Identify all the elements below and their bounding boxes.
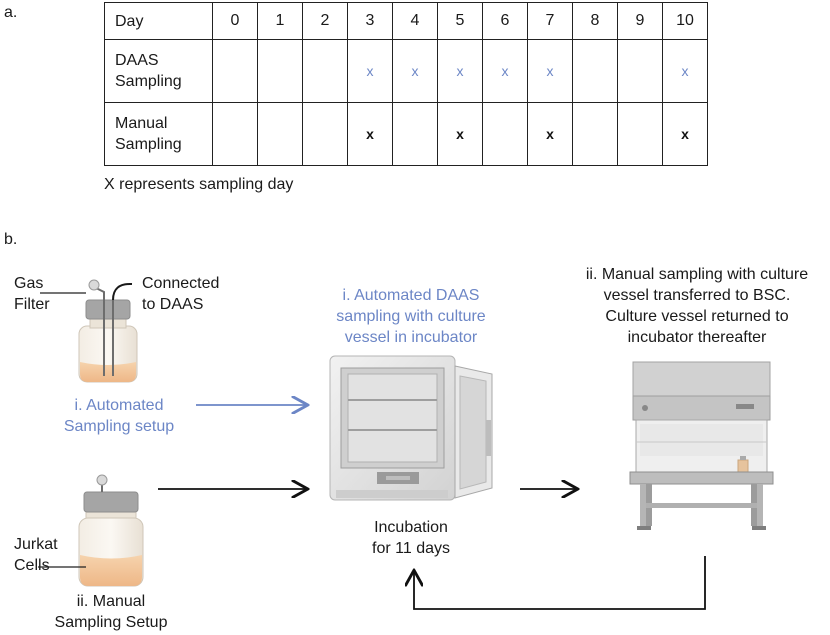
label-line: Connected bbox=[142, 275, 220, 292]
day-cell: 10 bbox=[662, 2, 708, 40]
day-cell: 3 bbox=[347, 2, 393, 40]
incubator-icon bbox=[329, 355, 493, 501]
mark-cell bbox=[212, 102, 258, 166]
automated-daas-label: i. Automated DAAS sampling with culture … bbox=[296, 285, 526, 348]
row-label-line: DAAS bbox=[115, 52, 159, 69]
day-cell: 5 bbox=[437, 2, 483, 40]
label-line: i. Automated DAAS bbox=[342, 287, 480, 304]
table-header-row: Day 0 1 2 3 4 5 6 7 8 9 10 bbox=[104, 2, 708, 40]
label-line: ii. Manual bbox=[76, 593, 146, 610]
table-header-day: Day bbox=[104, 2, 213, 40]
mark-cell bbox=[257, 102, 303, 166]
label-line: sampling with culture bbox=[336, 308, 486, 325]
day-cell: 4 bbox=[392, 2, 438, 40]
label-line: incubator thereafter bbox=[627, 329, 767, 346]
day-cell: 6 bbox=[482, 2, 528, 40]
mark-cell bbox=[302, 39, 348, 103]
day-cell: 0 bbox=[212, 2, 258, 40]
label-line: for 11 days bbox=[372, 540, 450, 557]
mark-cell: x bbox=[392, 39, 438, 103]
label-line: Incubation bbox=[374, 519, 448, 536]
gas-filter-label: Gas Filter bbox=[14, 273, 50, 315]
panel-b-label: b. bbox=[4, 231, 18, 248]
manual-setup-label: ii. Manual Sampling Setup bbox=[36, 591, 186, 633]
label-line: vessel transferred to BSC. bbox=[603, 287, 791, 304]
mark-cell: x bbox=[347, 39, 393, 103]
bottle-icon bbox=[78, 279, 138, 383]
label-line: i. Automated bbox=[74, 397, 164, 414]
label-line: Culture vessel returned to bbox=[605, 308, 789, 325]
jurkat-cells-label: Jurkat Cells bbox=[14, 534, 58, 576]
label-line: to DAAS bbox=[142, 296, 204, 313]
mark-cell bbox=[257, 39, 303, 103]
automated-setup-label: i. Automated Sampling setup bbox=[44, 395, 194, 437]
label-line: ii. Manual sampling with culture bbox=[585, 266, 809, 283]
mark-cell: x bbox=[662, 39, 708, 103]
label-line: Gas bbox=[14, 275, 44, 292]
mark-cell bbox=[572, 39, 618, 103]
label-line: Sampling Setup bbox=[54, 614, 168, 631]
label-line: Sampling setup bbox=[63, 418, 175, 435]
label-line: Jurkat bbox=[14, 536, 58, 553]
return-arrow-icon bbox=[414, 556, 706, 610]
mark-cell bbox=[617, 102, 663, 166]
mark-cell: x bbox=[347, 102, 393, 166]
bottle-icon bbox=[78, 474, 144, 587]
label-line: Filter bbox=[14, 296, 50, 313]
table-note: X represents sampling day bbox=[104, 176, 294, 193]
mark-cell: x bbox=[527, 102, 573, 166]
row-label-line: Manual bbox=[115, 115, 168, 132]
mark-cell bbox=[212, 39, 258, 103]
label-line: Cells bbox=[14, 557, 50, 574]
mark-cell: x bbox=[437, 39, 483, 103]
mark-cell: x bbox=[662, 102, 708, 166]
manual-bsc-label: ii. Manual sampling with culture vessel … bbox=[566, 264, 828, 348]
connected-daas-label: Connected to DAAS bbox=[142, 273, 219, 315]
panel-a-label: a. bbox=[4, 4, 18, 21]
row-label-line: Sampling bbox=[115, 73, 182, 90]
row-label-line: Sampling bbox=[115, 136, 182, 153]
biosafety-cabinet-icon bbox=[629, 361, 774, 530]
label-line: vessel in incubator bbox=[344, 329, 478, 346]
incubation-label: Incubation for 11 days bbox=[336, 517, 486, 559]
